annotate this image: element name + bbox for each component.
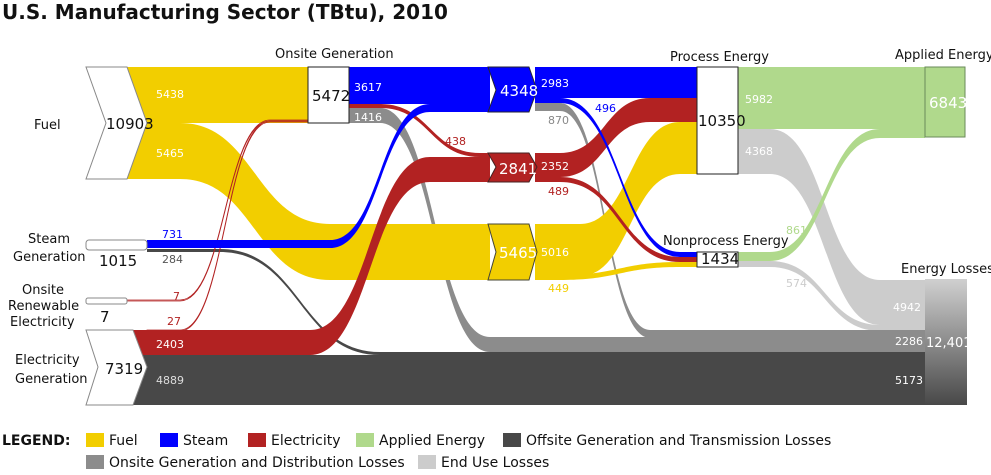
onsite-gen-label: Onsite Generation	[275, 47, 394, 62]
flow-label: 2403	[156, 338, 184, 351]
flow-onsite-steam	[349, 67, 490, 104]
flow-steam-process	[535, 67, 697, 98]
legend-swatch-electricity	[248, 433, 266, 447]
steam-gen-value: 1015	[99, 252, 137, 270]
diagram-title: U.S. Manufacturing Sector (TBtu), 2010	[2, 0, 448, 24]
flow-elec-loss	[133, 355, 925, 405]
legend-label: Steam	[183, 433, 228, 449]
fuel-label: Fuel	[34, 118, 61, 133]
applied-label: Applied Energy	[895, 48, 991, 63]
flows	[126, 67, 925, 405]
node-energy-losses	[925, 279, 967, 405]
flow-label: 3617	[354, 81, 382, 94]
nonprocess-value: 1434	[701, 250, 739, 268]
legend-swatch-offsite	[503, 433, 521, 447]
legend-label: Offsite Generation and Transmission Loss…	[526, 433, 831, 449]
legend: LEGEND: Fuel Steam Electricity Applied E…	[2, 433, 831, 471]
flow-label: 5016	[541, 246, 569, 259]
flow-label: 2352	[541, 160, 569, 173]
legend-title: LEGEND:	[2, 433, 70, 449]
losses-label: Energy Losses	[901, 262, 991, 277]
electricity-value: 2841	[499, 160, 537, 178]
node-steam	[487, 66, 538, 113]
steam-gen-label-1: Steam	[28, 232, 70, 247]
flow-label: 284	[162, 253, 183, 266]
flow-process-applied	[738, 67, 925, 129]
flow-label: 4368	[745, 145, 773, 158]
renewable-label-1: Onsite	[22, 283, 64, 298]
flow-label: 731	[162, 228, 183, 241]
legend-swatch-onsite	[86, 455, 104, 469]
legend-label: End Use Losses	[441, 455, 549, 471]
flow-elec-elec	[133, 157, 490, 355]
flow-label: 861	[786, 224, 807, 237]
onsite-gen-value: 5472	[312, 87, 350, 105]
flow-label: 4942	[893, 301, 921, 314]
applied-value: 6843	[929, 94, 967, 112]
flow-label: 449	[548, 282, 569, 295]
node-fuel-mid	[487, 223, 538, 281]
flow-label: 4889	[156, 374, 184, 387]
flow-label: 489	[548, 185, 569, 198]
fuel-value: 10903	[106, 115, 154, 133]
flow-onsite-loss	[349, 108, 925, 352]
flow-elec-process	[535, 98, 697, 177]
fuel-mid-value: 5465	[499, 244, 537, 262]
flow-label: 870	[548, 114, 569, 127]
legend-label: Fuel	[109, 433, 138, 449]
legend-swatch-fuel	[86, 433, 104, 447]
legend-swatch-enduse	[418, 455, 436, 469]
node-fuel	[85, 66, 148, 180]
elec-gen-value: 7319	[105, 360, 143, 378]
flow-fuel-nonprocess	[535, 262, 697, 280]
steam-gen-label-2: Generation	[13, 250, 86, 265]
node-electricity	[487, 152, 538, 183]
legend-label: Electricity	[271, 433, 341, 449]
flow-label: 5982	[745, 93, 773, 106]
flow-label: 7	[173, 290, 180, 303]
renewable-label-2: Renewable	[8, 299, 79, 314]
nonprocess-label: Nonprocess Energy	[663, 234, 789, 249]
node-applied-energy	[924, 66, 966, 138]
losses-value: 12,401	[926, 336, 972, 351]
flow-label: 496	[595, 102, 616, 115]
flow-label: 27	[167, 315, 181, 328]
steam-value: 4348	[500, 82, 538, 100]
legend-label: Onsite Generation and Distribution Losse…	[109, 455, 405, 471]
legend-swatch-applied	[356, 433, 374, 447]
flow-label: 1416	[354, 111, 382, 124]
node-steam-generation	[85, 239, 148, 251]
node-process-energy	[696, 66, 739, 175]
node-onsite-renewable	[85, 297, 128, 305]
legend-swatch-steam	[160, 433, 178, 447]
flow-fuel-onsite	[127, 67, 308, 123]
process-value: 10350	[698, 112, 746, 130]
legend-label: Applied Energy	[379, 433, 485, 449]
flow-label: 5465	[156, 147, 184, 160]
flow-label: 438	[445, 135, 466, 148]
flow-label: 2286	[895, 335, 923, 348]
flow-label: 5438	[156, 88, 184, 101]
node-onsite-generation	[307, 66, 350, 124]
node-nonprocess-energy	[696, 251, 739, 268]
renewable-value: 7	[100, 308, 110, 326]
elec-gen-label-1: Electricity	[15, 353, 80, 368]
node-electricity-generation	[85, 329, 148, 406]
flow-fuel-process	[535, 122, 697, 276]
flow-fuel-direct	[127, 123, 490, 280]
flow-process-loss	[738, 129, 925, 325]
flow-label: 5173	[895, 374, 923, 387]
process-label: Process Energy	[670, 50, 769, 65]
renewable-label-3: Electricity	[10, 315, 75, 330]
elec-gen-label-2: Generation	[15, 372, 88, 387]
flow-label: 574	[786, 277, 807, 290]
flow-label: 2983	[541, 77, 569, 90]
